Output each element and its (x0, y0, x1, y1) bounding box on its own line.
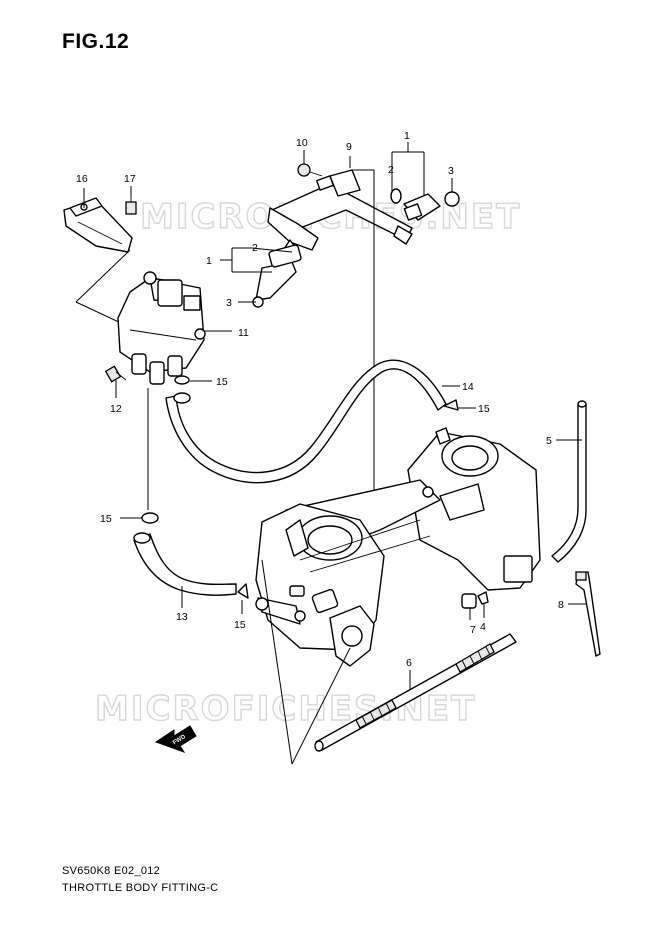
injector-left (252, 244, 302, 308)
callout-2-top: 2 (388, 164, 394, 176)
bracket-part-16 (63, 197, 133, 253)
callout-15-hose13: 15 (100, 513, 112, 525)
fuel-pipe-part-9 (267, 169, 413, 263)
callout-9: 9 (346, 141, 352, 153)
callout-1-top: 1 (404, 130, 410, 142)
callout-6: 6 (406, 657, 412, 669)
bolt-part-12 (104, 365, 127, 383)
model-code: SV650K8 E02_012 (62, 865, 161, 877)
cap-part-7 (461, 593, 477, 609)
clip-part-4 (477, 591, 489, 605)
callout-labels: 1 1 2 2 3 3 4 5 6 7 8 9 10 11 12 13 14 1… (76, 130, 564, 669)
hose-part-13 (133, 532, 237, 596)
callout-15-hose14: 15 (478, 403, 490, 415)
callout-15-valve: 15 (216, 376, 228, 388)
injector-right (390, 188, 460, 221)
throttle-body-assembly (255, 427, 541, 667)
figure-title: FIG.12 (62, 30, 130, 53)
callout-4: 4 (480, 621, 486, 633)
callout-12: 12 (110, 403, 122, 415)
fwd-arrow-icon: FWD (154, 725, 197, 753)
callout-5: 5 (546, 435, 552, 447)
callout-7: 7 (470, 624, 476, 636)
callout-15-lower: 15 (234, 619, 246, 631)
callout-14: 14 (462, 381, 474, 393)
idle-valve-part-11 (117, 271, 206, 385)
hose-part-14 (165, 359, 447, 484)
figure-name: THROTTLE BODY FITTING-C (62, 882, 219, 894)
callout-10: 10 (296, 137, 308, 149)
callout-3-left: 3 (226, 297, 232, 309)
callout-1-left: 1 (206, 255, 212, 267)
callout-13: 13 (176, 611, 188, 623)
callout-8: 8 (558, 599, 564, 611)
clamp-part-8 (575, 571, 601, 657)
callout-11: 11 (238, 327, 249, 339)
bolt-part-17 (125, 194, 137, 215)
callout-2-left: 2 (252, 242, 258, 254)
callout-3-top: 3 (448, 165, 454, 177)
hose-part-5 (551, 400, 587, 563)
cable-part-6 (314, 633, 517, 752)
callout-17: 17 (124, 173, 136, 185)
screw-part-10 (297, 163, 323, 177)
callout-16: 16 (76, 173, 88, 185)
